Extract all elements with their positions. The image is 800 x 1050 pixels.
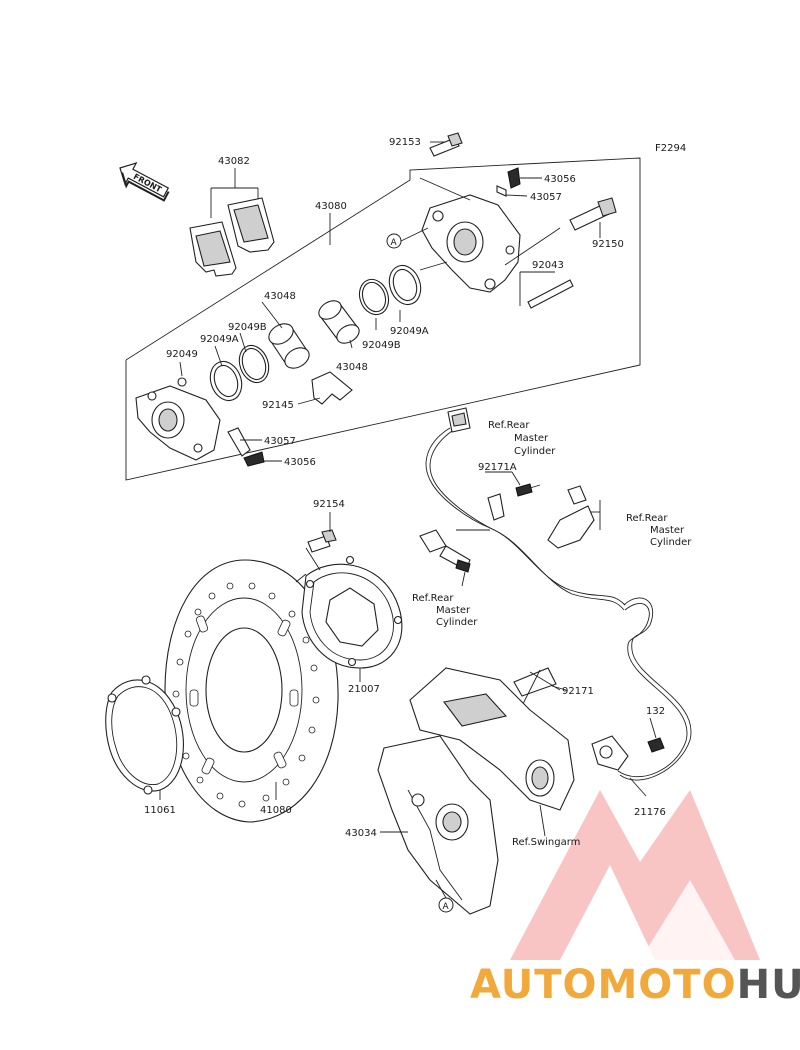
abs-rotor-21007 [301, 555, 403, 682]
figure-code: F2294 [655, 143, 686, 154]
svg-text:Cylinder: Cylinder [436, 617, 478, 628]
piston-43048-lower [268, 323, 310, 369]
label-11061: 11061 [144, 805, 176, 816]
label-92153: 92153 [389, 137, 421, 148]
label-43048-b: 43048 [336, 362, 368, 373]
brake-pads [189, 168, 275, 277]
label-92171: 92171 [562, 686, 594, 697]
clamp-right [547, 485, 601, 549]
marker-a-bottom-label: A [443, 902, 450, 912]
label-43056-bottom: 43056 [284, 457, 316, 468]
label-41080: 41080 [260, 805, 292, 816]
label-132: 132 [646, 706, 665, 717]
caliper-bracket-43034 [377, 735, 499, 915]
bolt-92153 [429, 132, 463, 157]
bleeder-valve-lower [227, 427, 282, 467]
seal-92049A-upper [388, 264, 422, 306]
label-43056-top: 43056 [544, 174, 576, 185]
label-92043: 92043 [532, 260, 564, 271]
ring-92049 [177, 361, 187, 387]
label-92145: 92145 [262, 400, 294, 411]
svg-text:Ref.Rear: Ref.Rear [412, 593, 454, 604]
caliper-body-upper [421, 194, 521, 293]
label-92150: 92150 [592, 239, 624, 250]
abs-sensor [591, 717, 665, 771]
caliper-body-lower [135, 385, 221, 461]
seal-92049B-upper [358, 278, 390, 316]
svg-text:Ref.Rear: Ref.Rear [626, 513, 668, 524]
watermark-text: AUTOMOTOHUB [470, 962, 800, 1008]
label-92154: 92154 [313, 499, 345, 510]
label-92171A: 92171A [478, 462, 517, 473]
spring-92145 [297, 371, 353, 405]
marker-a-top: A [386, 227, 429, 249]
svg-text:Master: Master [514, 433, 549, 444]
part-labels: 92153 43056 43057 43082 43080 92150 9204… [144, 137, 666, 839]
seal-92049A-lower [209, 360, 243, 402]
label-43048-a: 43048 [264, 291, 296, 302]
swingarm-section [409, 667, 575, 837]
svg-text:Master: Master [436, 605, 471, 616]
label-92049A-b: 92049A [390, 326, 429, 337]
watermark-logo [510, 790, 760, 960]
label-43082: 43082 [218, 156, 250, 167]
seal-92049B-lower [238, 344, 270, 384]
caliper-assembly-frame [125, 157, 641, 481]
pin-92043 [519, 271, 574, 309]
ref-master-cylinder-3: Ref.Rear Master Cylinder [412, 593, 478, 628]
label-43057-top: 43057 [530, 192, 562, 203]
label-21176: 21176 [634, 807, 666, 818]
bracket-92171A [485, 471, 541, 521]
ref-master-cylinder-1: Ref.Rear Master Cylinder [488, 420, 556, 457]
svg-text:Cylinder: Cylinder [514, 446, 556, 457]
label-43034: 43034 [345, 828, 377, 839]
connector-left [419, 529, 490, 587]
svg-text:Ref.Rear: Ref.Rear [488, 420, 530, 431]
caliper-leaders [419, 177, 561, 271]
bolt-92154 [295, 512, 337, 583]
marker-a-bottom: A [435, 879, 454, 913]
label-43080: 43080 [315, 201, 347, 212]
bleeder-valve-top [496, 167, 542, 197]
gasket-11061 [105, 675, 184, 800]
label-92049B-b: 92049B [362, 340, 401, 351]
marker-a-top-label: A [391, 238, 398, 248]
piston-43048-upper [318, 300, 360, 344]
leader-lines [214, 301, 647, 797]
front-arrow-icon: FRONT [119, 162, 170, 202]
svg-text:Master: Master [650, 525, 685, 536]
label-92049B-a: 92049B [228, 322, 267, 333]
label-92049A-a: 92049A [200, 334, 239, 345]
label-92049: 92049 [166, 349, 198, 360]
abs-wiring [425, 407, 692, 781]
svg-text:Cylinder: Cylinder [650, 537, 692, 548]
ref-master-cylinder-2: Ref.Rear Master Cylinder [626, 513, 692, 548]
label-21007: 21007 [348, 684, 380, 695]
label-43057-bottom: 43057 [264, 436, 296, 447]
brake-disc-41080 [164, 559, 339, 823]
bolt-92150 [569, 197, 617, 238]
ref-swingarm: Ref.Swingarm [512, 837, 580, 848]
